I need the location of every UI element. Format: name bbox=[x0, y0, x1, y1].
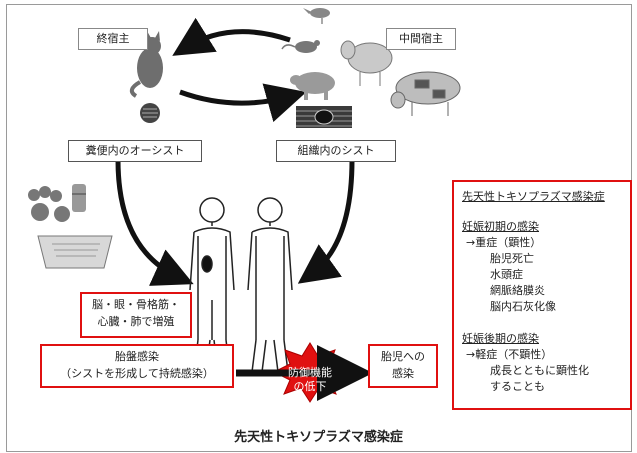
placenta-line2: （シストを形成して持続感染） bbox=[60, 367, 214, 380]
early-severity: →重症（顕性） bbox=[466, 236, 542, 249]
bird-icon bbox=[303, 8, 330, 24]
human-figures-icon bbox=[189, 197, 293, 373]
early-item: 網脈絡膜炎 bbox=[490, 284, 545, 297]
fetus-line2: 感染 bbox=[392, 367, 414, 380]
cycle-arrow-bottom bbox=[179, 83, 307, 123]
organs-line2: 心臓・肺で増殖 bbox=[97, 315, 175, 328]
early-item: 脳内石灰化像 bbox=[490, 300, 556, 313]
panel-heading: 先天性トキソプラズマ感染症 bbox=[462, 190, 605, 203]
cycle-arrow-top bbox=[172, 17, 291, 56]
placental-infection-box: 胎盤感染 （シストを形成して持続感染） bbox=[40, 344, 234, 388]
pig-icon bbox=[290, 72, 335, 100]
oocyst-icon bbox=[140, 103, 160, 123]
definitive-host-label: 終宿主 bbox=[78, 28, 148, 50]
defense-line1: 防御機能 bbox=[288, 366, 332, 379]
diagram-title: 先天性トキソプラズマ感染症 bbox=[234, 430, 403, 445]
arrow-cyst-to-human bbox=[297, 159, 355, 284]
late-severity: →軽症（不顕性） bbox=[466, 348, 553, 361]
late-item: 成長とともに顕性化 bbox=[490, 364, 589, 377]
organs-line1: 脳・眼・骨格筋・ bbox=[92, 298, 180, 311]
fetus-line1: 胎児への bbox=[381, 350, 425, 363]
mouse-icon bbox=[281, 40, 320, 53]
early-item: 胎児死亡 bbox=[490, 252, 534, 265]
early-infection-heading: 妊娠初期の感染 bbox=[462, 220, 539, 233]
arrow-oocyst-to-human bbox=[115, 159, 194, 286]
food-icon bbox=[28, 184, 86, 222]
congenital-info-panel: 先天性トキソプラズマ感染症 妊娠初期の感染 →重症（顕性） 胎児死亡 水頭症 網… bbox=[452, 180, 632, 410]
tissue-cyst-icon bbox=[296, 106, 352, 128]
early-item: 水頭症 bbox=[490, 268, 523, 281]
oocyst-label: 糞便内のオーシスト bbox=[68, 140, 202, 162]
intermediate-host-label: 中間宿主 bbox=[386, 28, 456, 50]
cow-icon bbox=[390, 71, 461, 116]
late-item: することも bbox=[490, 380, 545, 393]
defense-line2: の低下 bbox=[293, 380, 327, 393]
organs-proliferation-box: 脳・眼・骨格筋・ 心臓・肺で増殖 bbox=[80, 292, 192, 338]
cyst-label: 組織内のシスト bbox=[276, 140, 396, 162]
fetal-infection-box: 胎児への 感染 bbox=[368, 344, 438, 388]
sheep-icon bbox=[340, 40, 393, 86]
placenta-line1: 胎盤感染 bbox=[115, 350, 159, 363]
cat-icon bbox=[129, 31, 163, 98]
defense-decline-text: 防御機能 の低下 bbox=[268, 366, 352, 394]
litter-tray-icon bbox=[37, 235, 113, 269]
late-infection-heading: 妊娠後期の感染 bbox=[462, 332, 539, 345]
